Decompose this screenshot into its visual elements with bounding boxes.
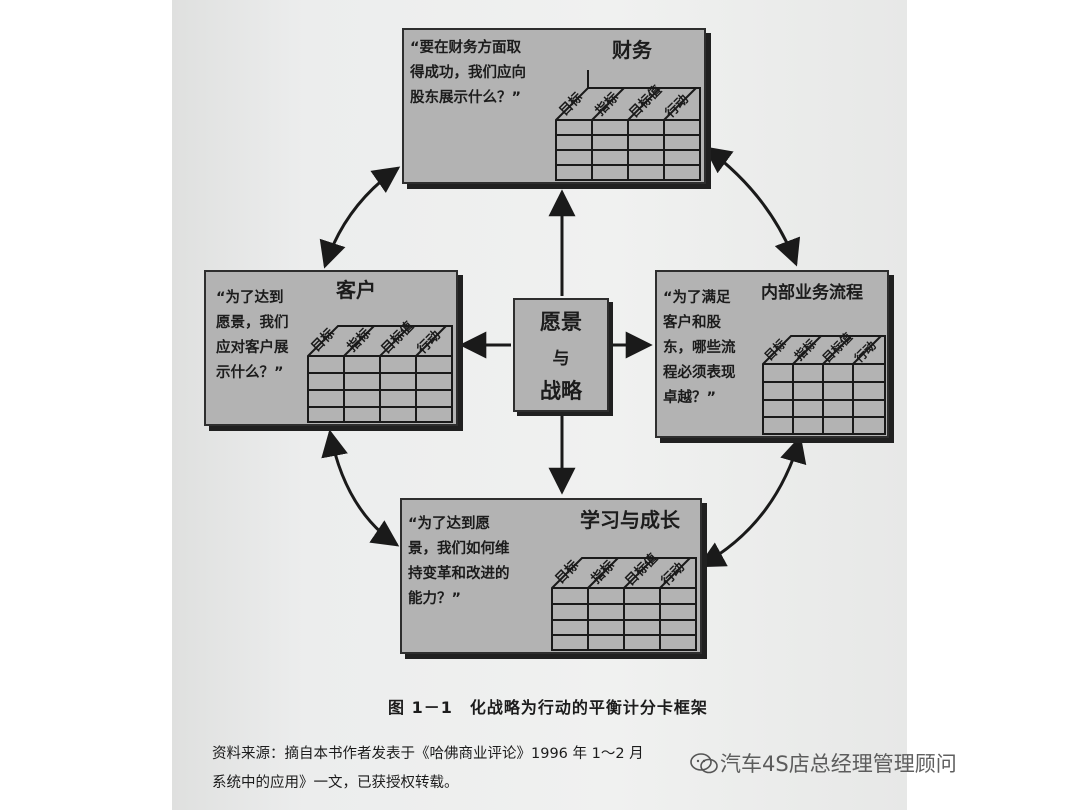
quote-line: 应对客户展: [216, 340, 289, 356]
financial-title: 财务: [612, 38, 652, 62]
vision-line-3: 战略: [540, 379, 582, 403]
internal-quote: “为了满足 客户和股 东，哪些流 程必须表现 卓越？”: [663, 286, 736, 411]
watermark-text: 汽车4S店总经理管理顾问: [720, 752, 957, 776]
quote-line: 程必须表现: [663, 365, 736, 381]
learning-table: 目标 指标 目标值 行动: [551, 550, 697, 651]
table-header: 目标值: [819, 329, 855, 365]
vision-line-2: 与: [552, 349, 570, 369]
quote-line: 卓越？”: [663, 390, 717, 406]
learning-title: 学习与成长: [580, 508, 680, 532]
wechat-icon: [690, 753, 718, 774]
quote-line: 持变革和改进的: [408, 566, 510, 582]
arrow-internal-learning: [697, 435, 807, 568]
arrow-customer-financial: [319, 166, 401, 269]
learning-quote: “为了达到愿 景，我们如何维 持变革和改进的 能力？”: [408, 512, 510, 612]
learning-growth-box: 学习与成长 “为了达到愿 景，我们如何维 持变革和改进的 能力？” 目标 指标 …: [400, 498, 702, 654]
table-header: 目标值: [622, 550, 661, 589]
internal-title: 内部业务流程: [761, 283, 863, 303]
quote-line: 股东展示什么？”: [410, 90, 522, 106]
table-header: 目标值: [378, 318, 417, 357]
internal-process-box: 内部业务流程 “为了满足 客户和股 东，哪些流 程必须表现 卓越？” 目标 指标…: [655, 270, 889, 438]
customer-box: 客户 “为了达到 愿景，我们 应对客户展 示什么？” 目标 指标 目标值 行动: [204, 270, 458, 426]
arrow-financial-internal: [703, 146, 801, 267]
financial-table: 目标 指标 目标值 行动: [555, 70, 701, 181]
quote-line: “要在财务方面取: [410, 40, 522, 56]
quote-line: 得成功，我们应向: [410, 65, 526, 81]
quote-line: 东，哪些流: [663, 340, 736, 356]
table-header: 指标: [791, 336, 819, 364]
table-header: 目标: [761, 336, 789, 364]
quote-line: 愿景，我们: [216, 315, 289, 331]
financial-box: 财务 “要在财务方面取 得成功，我们应向 股东展示什么？” 目标 指标 目标值 …: [402, 28, 706, 184]
quote-line: “为了满足: [663, 290, 731, 306]
customer-table: 目标 指标 目标值 行动: [307, 318, 453, 423]
arrow-learning-customer: [321, 429, 400, 547]
source-line-1: 资料来源：摘自本书作者发表于《哈佛商业评论》1996 年 1～2 月: [212, 746, 644, 762]
quote-line: “为了达到: [216, 290, 284, 306]
vision-strategy-box: 愿景 与 战略: [513, 298, 609, 412]
quote-line: “为了达到愿: [408, 516, 491, 532]
quote-line: 景，我们如何维: [408, 541, 510, 557]
figure-caption: 图 1－1 化战略为行动的平衡计分卡框架: [388, 698, 708, 717]
internal-table: 目标 指标 目标值 行动: [761, 329, 886, 435]
financial-quote: “要在财务方面取 得成功，我们应向 股东展示什么？”: [410, 36, 526, 111]
customer-title: 客户: [336, 278, 376, 302]
source-line-2: 系统中的应用》一文，已获授权转载。: [212, 775, 459, 791]
quote-line: 能力？”: [408, 591, 462, 607]
vision-line-1: 愿景: [540, 310, 582, 334]
quote-line: 客户和股: [663, 315, 721, 331]
customer-quote: “为了达到 愿景，我们 应对客户展 示什么？”: [216, 286, 289, 386]
quote-line: 示什么？”: [216, 365, 284, 381]
